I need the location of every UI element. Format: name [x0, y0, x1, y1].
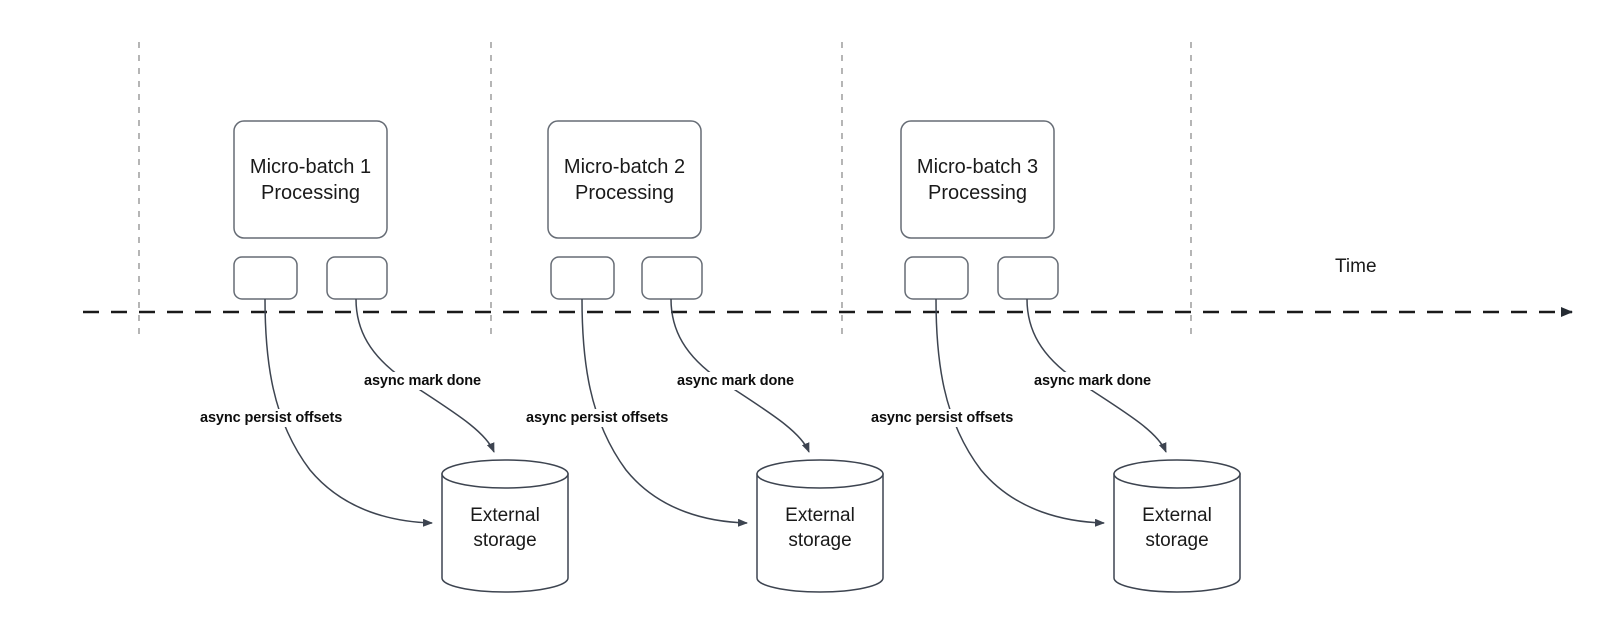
group-1-shapes [233, 120, 569, 593]
external-storage-3-cylinder[interactable] [1113, 459, 1241, 593]
micro-batch-1-task-box-a[interactable] [233, 256, 298, 300]
micro-batch-2-task-box-a[interactable] [550, 256, 615, 300]
timeline-tick-lines [138, 42, 1192, 340]
edge-2-persist-offsets [581, 298, 748, 527]
micro-batch-1-task-box-b[interactable] [326, 256, 388, 300]
time-axis-label: Time [1335, 256, 1377, 277]
micro-batch-2-task-box-b[interactable] [641, 256, 703, 300]
edge-label-1-mark-done: async mark done [361, 372, 484, 390]
group-2-shapes [547, 120, 884, 593]
edge-label-2-mark-done: async mark done [674, 372, 797, 390]
external-storage-2-cylinder[interactable] [756, 459, 884, 593]
external-storage-1-cylinder[interactable] [441, 459, 569, 593]
micro-batch-3-task-box-b[interactable] [997, 256, 1059, 300]
edge-label-3-mark-done: async mark done [1031, 372, 1154, 390]
edge-3-persist-offsets [935, 298, 1105, 527]
edge-label-2-persist-offsets: async persist offsets [523, 409, 672, 427]
edge-1-persist-offsets [264, 298, 433, 527]
edge-label-3-persist-offsets: async persist offsets [868, 409, 1017, 427]
micro-batch-2-box[interactable] [547, 120, 702, 239]
edge-label-1-persist-offsets: async persist offsets [197, 409, 346, 427]
micro-batch-1-box[interactable] [233, 120, 388, 239]
group-3-shapes [900, 120, 1241, 593]
micro-batch-3-task-box-a[interactable] [904, 256, 969, 300]
micro-batch-3-box[interactable] [900, 120, 1055, 239]
